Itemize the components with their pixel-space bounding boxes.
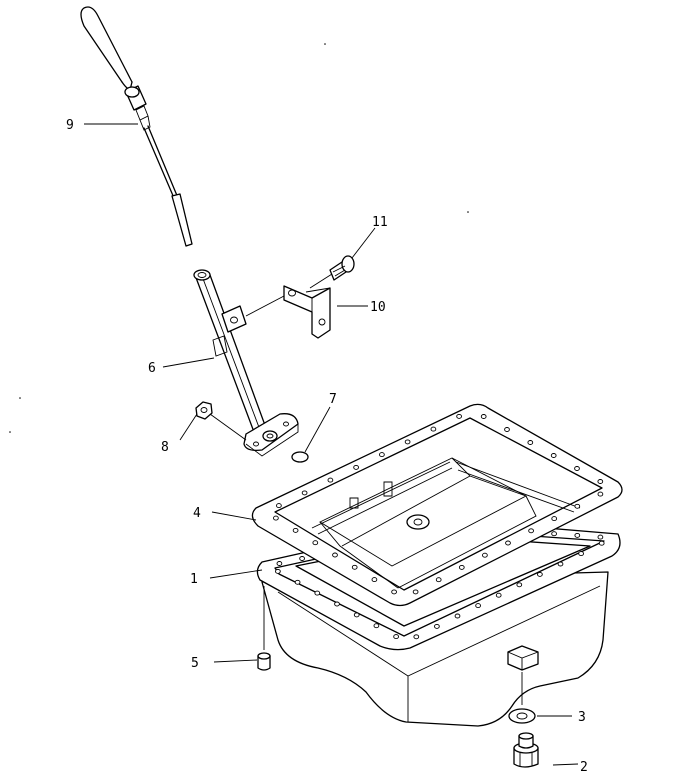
bolt-hole xyxy=(456,413,462,419)
bolt-hole xyxy=(334,601,340,607)
dipstick[interactable] xyxy=(80,6,193,247)
drain-plug[interactable] xyxy=(513,732,539,768)
bolt-hole xyxy=(574,503,581,509)
bolt-hole xyxy=(275,568,281,574)
bolt-hole xyxy=(597,534,604,540)
callout-8: 8 xyxy=(161,440,169,455)
bolt-hole xyxy=(276,561,283,566)
bolt-hole xyxy=(371,577,378,583)
bolt-hole xyxy=(505,540,511,546)
bolt-hole xyxy=(391,589,397,595)
bolt-hole xyxy=(353,464,359,470)
dipstick-guide-tube[interactable] xyxy=(193,269,299,457)
bolt-hole xyxy=(413,634,420,640)
bolt-hole xyxy=(273,515,279,521)
bolt-hole xyxy=(597,479,604,484)
bolt-hole xyxy=(527,440,534,445)
callout-2: 2 xyxy=(580,760,588,772)
bolt-hole xyxy=(435,577,442,583)
o-ring[interactable] xyxy=(291,451,309,463)
bolt-hole xyxy=(482,552,488,558)
bolt-hole xyxy=(454,613,461,619)
bolt-hole xyxy=(312,540,319,546)
bolt-hole xyxy=(292,527,299,533)
bolt-hole xyxy=(434,623,440,629)
callout-9: 9 xyxy=(66,118,74,133)
bolt-hole xyxy=(557,561,564,567)
bolt-hole xyxy=(373,623,380,629)
mounting-bracket[interactable] xyxy=(245,285,331,339)
bolt-hole xyxy=(528,528,534,534)
bolt-hole xyxy=(537,571,543,577)
callout-3: 3 xyxy=(578,710,586,725)
callout-7: 7 xyxy=(329,392,337,407)
bolt-hole xyxy=(551,531,557,537)
bolt-hole xyxy=(332,552,338,558)
callout-6: 6 xyxy=(148,361,156,376)
bolt-hole xyxy=(299,556,305,561)
bolt-hole xyxy=(327,477,334,483)
callout-11: 11 xyxy=(372,215,388,230)
bolt-hole xyxy=(598,540,605,546)
bolt-hole xyxy=(301,490,308,496)
drain-washer[interactable] xyxy=(508,672,536,724)
bolt-hole xyxy=(351,564,358,570)
bolt-hole xyxy=(430,426,437,432)
pan-bolt[interactable] xyxy=(257,586,271,671)
bolt-hole xyxy=(574,466,580,471)
bolt-hole xyxy=(480,414,487,419)
bolt-hole xyxy=(393,634,399,640)
bolt-hole xyxy=(597,491,604,497)
bolt-hole xyxy=(412,589,419,595)
bolt-hole xyxy=(276,503,282,509)
pan-gasket[interactable] xyxy=(251,403,623,607)
bolt-hole xyxy=(404,439,411,445)
callout-labels: 1 2 3 4 5 6 7 8 9 10 11 xyxy=(66,118,588,772)
callout-5: 5 xyxy=(191,656,199,671)
bolt-hole xyxy=(458,564,465,570)
bolt-hole xyxy=(495,592,502,598)
callout-1: 1 xyxy=(190,572,198,587)
bolt-hole xyxy=(550,453,557,458)
flange-nut[interactable] xyxy=(195,401,247,441)
bolt-hole xyxy=(504,427,510,432)
bolt-hole xyxy=(574,532,581,538)
bolt-hole xyxy=(314,590,321,596)
callout-4: 4 xyxy=(193,506,201,521)
bolt-hole xyxy=(578,551,584,557)
bolt-hole xyxy=(551,516,558,522)
scan-specks xyxy=(9,43,469,433)
bolt-hole xyxy=(379,452,385,458)
leader-lines xyxy=(84,123,579,766)
bolt-hole xyxy=(516,582,523,588)
bolt-hole xyxy=(294,579,301,585)
bolt-hole xyxy=(475,603,481,609)
callout-10: 10 xyxy=(370,300,386,315)
bolt-hole xyxy=(353,612,360,618)
bracket-bolt[interactable] xyxy=(309,255,355,289)
